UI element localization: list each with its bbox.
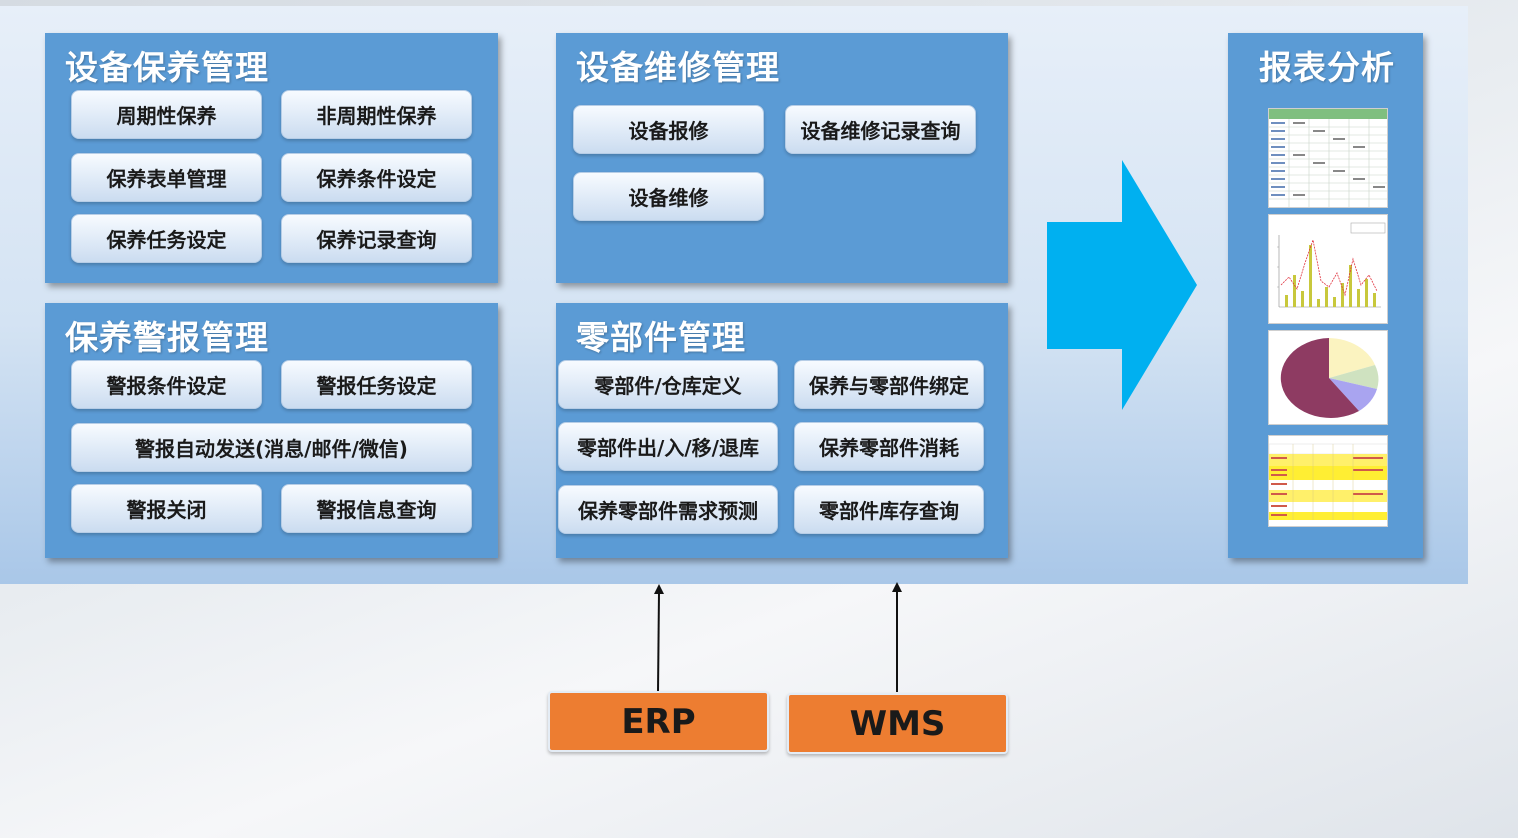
parts-demand-forecast-button[interactable]: 保养零部件需求预测 [558,485,778,534]
parts-inventory-query-button[interactable]: 零部件库存查询 [794,485,984,534]
panel-title: 报表分析 [1259,48,1395,87]
alarm-close-button[interactable]: 警报关闭 [71,484,262,533]
panel-maintenance-alarm: 保养警报管理 警报条件设定 警报任务设定 警报自动发送(消息/邮件/微信) 警报… [45,303,498,558]
alarm-info-query-button[interactable]: 警报信息查询 [281,484,472,533]
alarm-task-button[interactable]: 警报任务设定 [281,360,472,409]
table-report-icon [1268,108,1388,208]
maintenance-parts-consumption-button[interactable]: 保养零部件消耗 [794,422,984,471]
maintenance-record-button[interactable]: 保养记录查询 [281,214,472,263]
wms-system-box[interactable]: WMS [787,693,1008,754]
erp-system-box[interactable]: ERP [548,691,769,752]
maintenance-form-button[interactable]: 保养表单管理 [71,153,262,202]
periodic-maintenance-button[interactable]: 周期性保养 [71,90,262,139]
panel-parts-management: 零部件管理 零部件/仓库定义 保养与零部件绑定 零部件出/入/移/退库 保养零部… [556,303,1008,558]
color-table-icon [1268,435,1388,527]
up-arrow-icon [892,582,902,692]
line-bar-chart-icon [1268,214,1388,324]
line-bar-chart-graphic [1277,222,1386,308]
maintenance-condition-button[interactable]: 保养条件设定 [281,153,472,202]
panel-report-analysis: 报表分析 [1228,33,1423,558]
flow-arrow-icon [1047,160,1197,410]
up-arrow-icon [654,584,664,693]
maintenance-parts-binding-button[interactable]: 保养与零部件绑定 [794,360,984,409]
non-periodic-maintenance-button[interactable]: 非周期性保养 [281,90,472,139]
alarm-auto-send-button[interactable]: 警报自动发送(消息/邮件/微信) [71,423,472,472]
color-table-graphic [1269,443,1387,520]
repair-record-query-button[interactable]: 设备维修记录查询 [785,105,976,154]
panel-title: 零部件管理 [576,318,746,357]
panel-equipment-repair: 设备维修管理 设备报修 设备维修记录查询 设备维修 [556,33,1008,283]
table-report-graphic [1269,109,1387,207]
panel-equipment-maintenance: 设备保养管理 周期性保养 非周期性保养 保养表单管理 保养条件设定 保养任务设定… [45,33,498,283]
repair-request-button[interactable]: 设备报修 [573,105,764,154]
panel-title: 设备保养管理 [65,48,269,87]
equipment-repair-button[interactable]: 设备维修 [573,172,764,221]
pie-chart-icon [1268,330,1388,425]
pie-chart-graphic [1280,338,1379,418]
panel-title: 保养警报管理 [65,318,269,357]
maintenance-task-button[interactable]: 保养任务设定 [71,214,262,263]
panel-title: 设备维修管理 [576,48,780,87]
parts-stock-movement-button[interactable]: 零部件出/入/移/退库 [558,422,778,471]
parts-warehouse-definition-button[interactable]: 零部件/仓库定义 [558,360,778,409]
alarm-condition-button[interactable]: 警报条件设定 [71,360,262,409]
